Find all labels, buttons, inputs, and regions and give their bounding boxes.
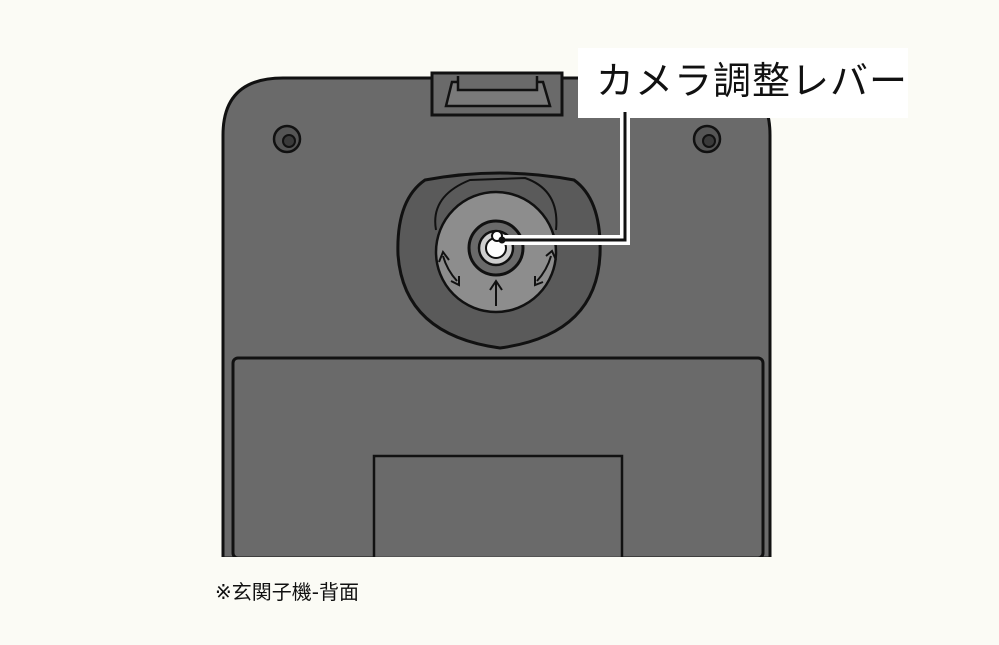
callout-leader-dot [498,236,506,244]
screw-hole-icon [692,124,722,154]
rotate-right-arrow-icon [534,249,557,287]
callout-leader-line [503,112,627,242]
top-clip [430,71,564,117]
up-arrow-icon [489,279,503,306]
camera-adjustment-lever[interactable] [467,219,525,277]
screw-hole-icon [272,124,302,154]
callout-label: カメラ調整レバー [596,59,909,103]
bottom-mask [215,557,780,587]
rotate-left-arrow-icon [438,249,460,287]
callout-label-box [578,48,908,118]
figure-caption: ※玄関子機-背面 [215,580,359,604]
inner-panel [372,454,624,560]
